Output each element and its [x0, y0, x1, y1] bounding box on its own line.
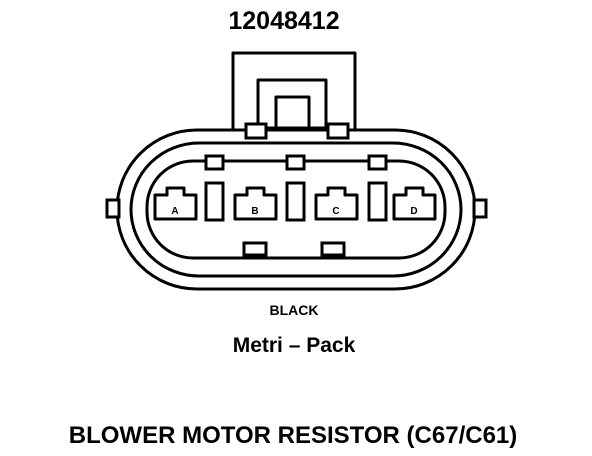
pin-cavity-c: C [314, 186, 359, 221]
pin-label-b: B [251, 206, 258, 217]
cavity-dividers [204, 181, 388, 222]
pin-cavity-b: B [233, 186, 278, 221]
bottom-keys [242, 241, 346, 257]
connector-series-label: Metri – Pack [233, 334, 356, 357]
pin-label-a: A [171, 206, 178, 217]
top-keys [204, 154, 388, 171]
pin-cavity-d: D [392, 186, 437, 221]
side-nub-right [472, 198, 488, 219]
connector-color-label: BLACK [270, 302, 319, 318]
pin-label-c: C [332, 206, 339, 217]
side-nub-left [105, 198, 121, 219]
tab-foot-left [244, 122, 268, 140]
diagram-caption: BLOWER MOTOR RESISTOR (C67/C61) [69, 422, 518, 449]
part-number: 12048412 [228, 7, 339, 35]
pin-label-d: D [410, 206, 417, 217]
pin-cavity-a: A [153, 186, 198, 221]
connector-housing-inner [129, 141, 463, 278]
tab-foot-right [326, 122, 350, 140]
